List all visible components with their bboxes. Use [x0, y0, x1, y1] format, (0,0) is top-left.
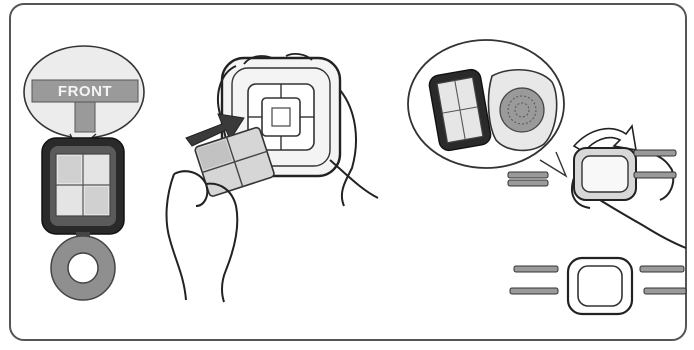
front-label: FRONT [58, 83, 112, 100]
step1-front-orientation: FRONT [24, 46, 144, 300]
step2-insert-filter [167, 54, 378, 302]
filter-pad [56, 154, 110, 216]
step4-closed-cover [510, 258, 686, 314]
step3-open-lid [408, 40, 686, 248]
right-hand-pushing [167, 171, 238, 302]
